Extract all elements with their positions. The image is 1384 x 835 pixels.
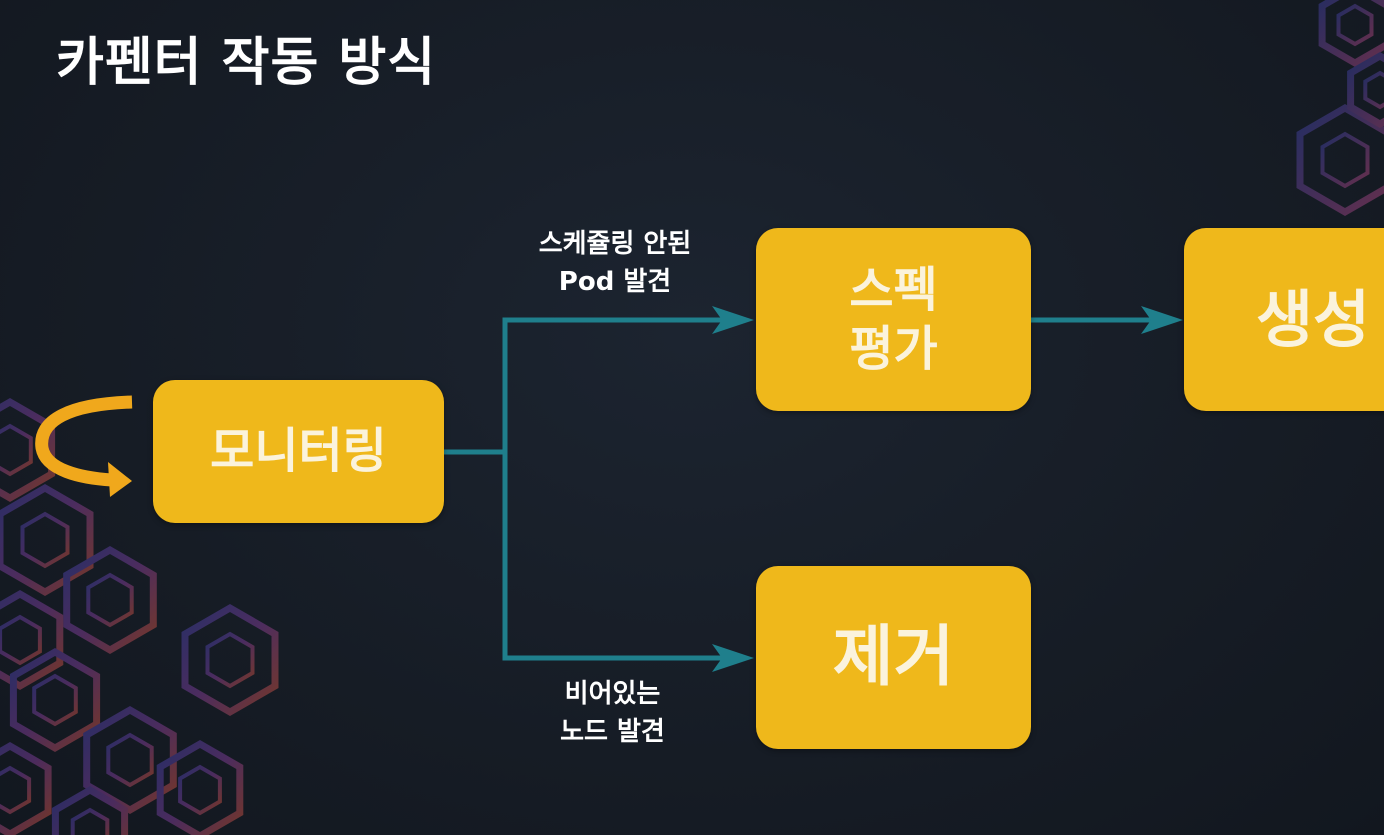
hexagon-shape xyxy=(0,589,64,691)
node-monitoring: 모니터링 xyxy=(153,380,444,523)
cube-icon xyxy=(86,572,134,628)
cube-icon xyxy=(1336,3,1374,47)
cube-icon xyxy=(1363,70,1384,110)
connector-to-remove xyxy=(502,452,730,661)
node-remove: 제거 xyxy=(756,566,1031,749)
hexagon-shape xyxy=(63,545,157,655)
cube-icon xyxy=(0,423,33,477)
arrowhead-to-remove xyxy=(712,644,754,672)
edge-label-bottom-line1: 비어있는 xyxy=(564,679,661,709)
hexagon-shape xyxy=(83,705,177,815)
hexagon-shape xyxy=(1296,103,1384,217)
edge-label-bottom-line2: 노드 발견 xyxy=(560,716,665,747)
edge-label-empty-node: 비어있는 노드 발견 xyxy=(510,676,715,751)
hexagon-shape xyxy=(1347,51,1384,129)
edge-label-top-line1: 스케쥴링 안된 xyxy=(538,229,692,259)
edge-label-unscheduled-pod: 스케쥴링 안된 Pod 발견 xyxy=(505,226,725,301)
hexagon-shape xyxy=(1318,0,1384,68)
hexagon-shape xyxy=(0,741,52,835)
hexagon-shape xyxy=(0,397,56,503)
hexagon-shape xyxy=(181,603,279,717)
loop-arrow-icon xyxy=(35,395,133,497)
node-monitoring-label: 모니터링 xyxy=(210,423,387,480)
node-create-label: 생성 xyxy=(1256,282,1371,356)
cube-icon xyxy=(1320,131,1370,189)
cube-icon xyxy=(178,764,222,816)
connector-to-spec xyxy=(502,317,730,452)
cube-icon xyxy=(106,732,154,788)
hexagon-shape xyxy=(0,483,94,597)
cube-icon xyxy=(0,614,42,666)
hexagon-shape xyxy=(51,785,129,835)
node-spec-evaluation: 스펙 평가 xyxy=(756,228,1031,411)
cube-icon xyxy=(205,631,255,689)
edge-label-top-line2: Pod 발견 xyxy=(558,266,672,297)
hexagon-shape xyxy=(9,647,101,753)
cube-icon xyxy=(0,765,32,815)
node-remove-label: 제거 xyxy=(832,618,955,696)
node-spec-label-line1: 스펙 xyxy=(849,261,938,318)
cube-icon xyxy=(20,511,70,569)
arrowhead-to-create xyxy=(1141,306,1183,334)
node-spec-label-line2: 평가 xyxy=(849,320,938,377)
arrowhead-to-spec xyxy=(712,306,754,334)
hexagon-shape xyxy=(156,739,244,835)
page-title: 카펜터 작동 방식 xyxy=(56,33,437,93)
hexagon-cluster-left xyxy=(0,397,279,835)
hexagon-cluster-right xyxy=(1296,0,1384,217)
cube-icon xyxy=(70,807,110,835)
node-create: 생성 xyxy=(1184,228,1384,411)
cube-icon xyxy=(32,673,78,727)
